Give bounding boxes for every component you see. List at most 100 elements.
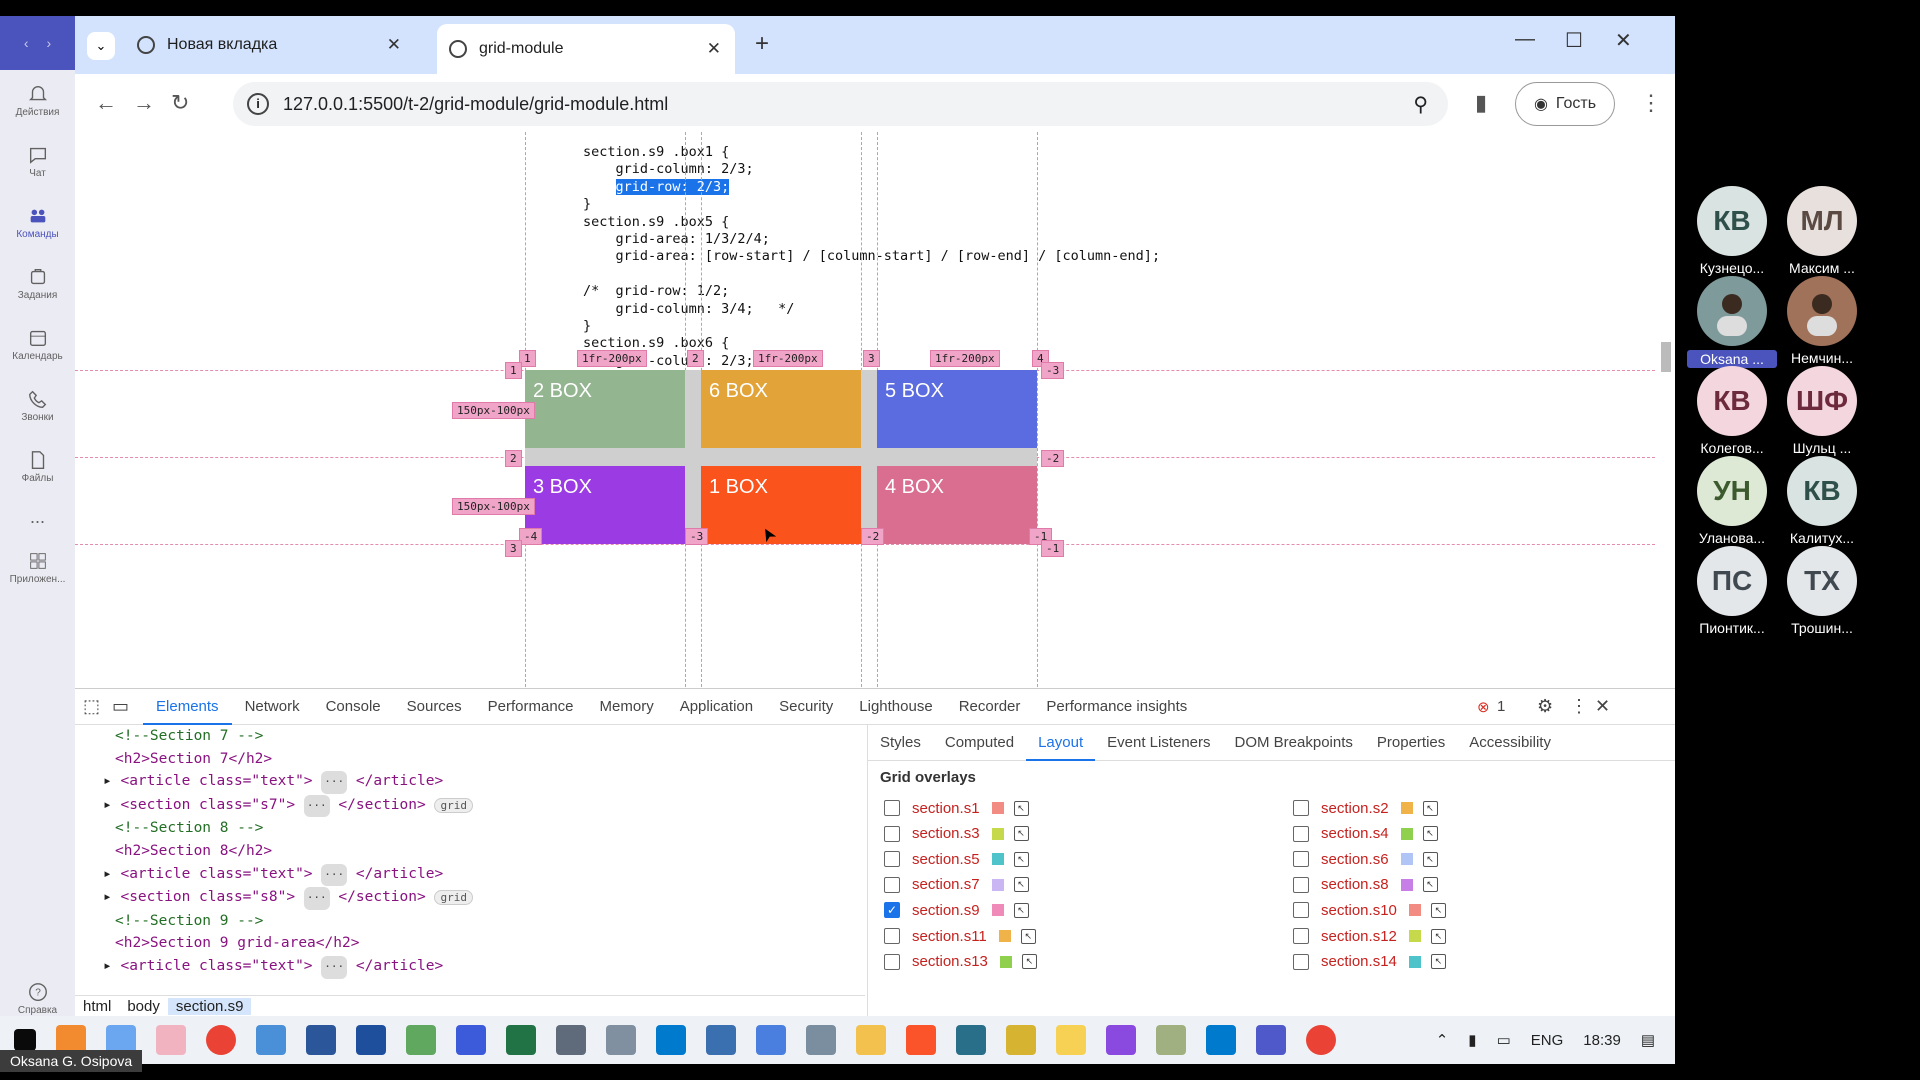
grid-overlay-item[interactable]: section.s2↖ [1293,798,1438,818]
dom-node[interactable]: ▸ <article class="text"> ··· </article> [83,863,865,887]
kebab-menu-icon[interactable]: ⋮ [1640,90,1662,115]
microphone-icon[interactable]: ▮ [1468,1032,1477,1049]
more-apps-button[interactable]: ... [29,506,45,527]
rail-item-chat[interactable]: Чат [0,131,75,192]
teams-icon[interactable] [1256,1025,1286,1055]
app-icon[interactable] [406,1025,436,1055]
rail-item-apps[interactable]: Приложен... [0,537,75,598]
overlay-checkbox[interactable] [1293,928,1309,944]
app-icon[interactable] [1106,1025,1136,1055]
expand-arrow-icon[interactable]: ▸ [103,773,121,790]
select-element-icon[interactable]: ↖ [1430,954,1446,970]
grid-overlay-item[interactable]: section.s6↖ [1293,849,1438,869]
word-icon[interactable] [306,1025,336,1055]
select-element-icon[interactable]: ↖ [1422,800,1438,816]
devtools-tab-performance[interactable]: Performance [487,697,574,715]
overlay-color-swatch[interactable] [991,878,1004,891]
app-icon[interactable] [1056,1025,1086,1055]
dom-node[interactable]: <h2>Section 8</h2> [83,840,865,863]
error-icon[interactable]: ⊗ [1477,698,1490,716]
app-icon[interactable] [956,1025,986,1055]
select-element-icon[interactable]: ↖ [1422,877,1438,893]
grid-overlay-item[interactable]: section.s7↖ [884,875,1029,895]
dom-node[interactable]: <h2>Section 7</h2> [83,748,865,771]
minimize-icon[interactable]: — [1515,28,1535,50]
grid-badge[interactable]: grid [434,797,473,813]
devtools-tab-console[interactable]: Console [325,697,381,715]
expand-arrow-icon[interactable]: ▸ [103,796,121,813]
overlay-checkbox[interactable] [1293,902,1309,919]
back-arrow-icon[interactable]: ‹ [23,35,29,51]
side-tab-styles[interactable]: Styles [880,733,921,751]
overlay-color-swatch[interactable] [991,853,1004,866]
inspect-icon[interactable]: ⬚ [83,696,101,716]
more-options-icon[interactable]: ⋮ [1570,696,1588,716]
select-element-icon[interactable]: ↖ [1020,928,1036,944]
brave-icon[interactable] [906,1025,936,1055]
dom-node[interactable]: <h2>Section 9 grid-area</h2> [83,932,865,955]
app-icon[interactable] [1006,1025,1036,1055]
app-icon[interactable] [806,1025,836,1055]
overlay-checkbox[interactable] [1293,851,1309,868]
overlay-checkbox[interactable] [884,825,900,842]
expand-arrow-icon[interactable]: ▸ [103,957,121,974]
overlay-checkbox[interactable] [884,928,900,944]
grid-overlay-item[interactable]: ✓section.s9↖ [884,900,1029,920]
tab-new-tab[interactable]: Новая вкладка ✕ [125,24,415,66]
chrome-icon[interactable] [1306,1025,1336,1055]
devtools-tab-recorder[interactable]: Recorder [958,697,1021,715]
app-icon[interactable] [1156,1025,1186,1055]
site-info-icon[interactable]: i [247,93,269,115]
select-element-icon[interactable]: ↖ [1430,928,1446,944]
participant-tile[interactable]: Oksana ... [1687,276,1777,368]
help-button[interactable]: ? Справка [0,968,75,1029]
close-window-icon[interactable]: ✕ [1615,30,1632,52]
save-icon[interactable] [456,1025,486,1055]
breadcrumb-item[interactable]: section.s9 [167,998,252,1015]
overlay-color-swatch[interactable] [991,802,1004,814]
settings-gear-icon[interactable]: ⚙ [1537,696,1554,716]
grid-overlay-item[interactable]: section.s4↖ [1293,824,1438,844]
excel-icon[interactable] [506,1025,536,1055]
language-indicator[interactable]: ENG [1530,1031,1564,1049]
forward-icon[interactable]: → [133,90,155,115]
dom-node[interactable]: ▸ <section class="s8"> ··· </section> gr… [83,886,865,910]
app-icon[interactable] [256,1025,286,1055]
grid-overlay-item[interactable]: section.s10↖ [1293,900,1446,920]
zoom-icon[interactable]: ⚲ [1413,93,1428,116]
expand-arrow-icon[interactable]: ▸ [103,889,121,906]
grid-overlay-item[interactable]: section.s8↖ [1293,875,1438,895]
devtools-tab-memory[interactable]: Memory [599,697,654,715]
overlay-checkbox[interactable] [884,953,900,970]
select-element-icon[interactable]: ↖ [1013,877,1029,893]
side-tab-event-listeners[interactable]: Event Listeners [1107,733,1211,751]
grid-overlay-item[interactable]: section.s13↖ [884,952,1037,972]
overlay-checkbox[interactable] [884,800,900,816]
overlay-color-swatch[interactable] [1400,878,1413,891]
reload-icon[interactable]: ↻ [171,90,190,115]
app-icon[interactable] [356,1025,386,1055]
side-tab-layout[interactable]: Layout [1026,725,1096,761]
battery-icon[interactable]: ▭ [1496,1032,1511,1049]
overlay-color-swatch[interactable] [1408,930,1421,942]
chrome-icon[interactable] [206,1025,236,1055]
forward-arrow-icon[interactable]: › [46,35,52,51]
devtools-tab-sources[interactable]: Sources [406,697,462,715]
clock[interactable]: 18:39 [1583,1031,1621,1049]
chevron-up-icon[interactable]: ⌃ [1435,1032,1449,1049]
device-toggle-icon[interactable]: ▭ [112,696,130,716]
select-element-icon[interactable]: ↖ [1013,800,1029,816]
new-tab-button[interactable]: + [755,30,770,57]
overlay-color-swatch[interactable] [1400,802,1413,814]
tab-search-button[interactable]: ⌄ [87,32,115,60]
expand-arrow-icon[interactable]: ▸ [103,865,121,882]
overlay-color-swatch[interactable] [991,904,1004,917]
page-scrollbar[interactable] [1657,132,1675,687]
close-icon[interactable]: ✕ [706,39,721,58]
grid-overlay-item[interactable]: section.s3↖ [884,824,1029,844]
